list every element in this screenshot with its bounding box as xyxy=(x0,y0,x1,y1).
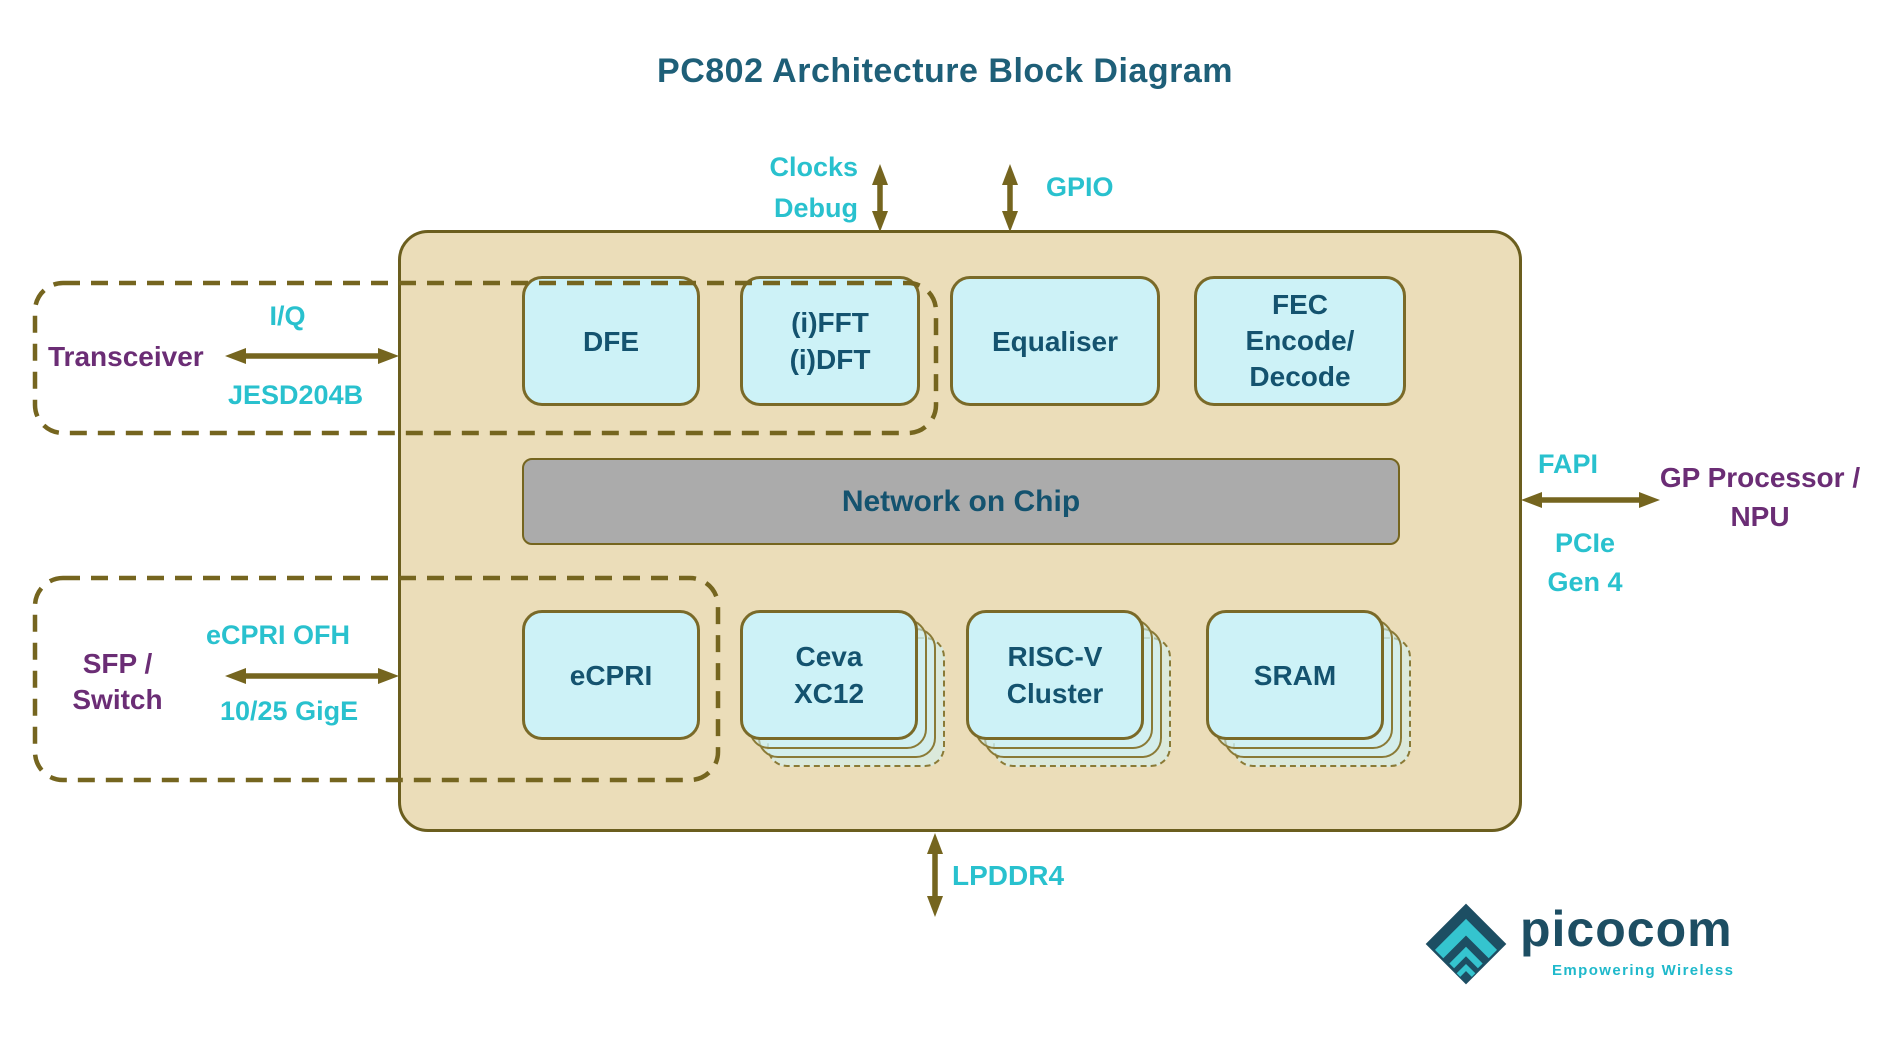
transceiver-arrow xyxy=(225,348,399,364)
label-fapi: FAPI xyxy=(1538,449,1599,479)
picocom-wordmark: picocom xyxy=(1520,901,1733,957)
label-gpio: GPIO xyxy=(1046,172,1114,202)
sfp-arrow xyxy=(225,668,399,684)
label-clocks-debug: Clocks Debug xyxy=(769,152,858,223)
block-ecpri: eCPRI xyxy=(522,610,700,740)
label-jesd204b: JESD204B xyxy=(228,380,364,410)
block-sram: SRAM xyxy=(1206,610,1384,740)
label-sfp-switch: SFP / Switch xyxy=(72,648,163,715)
picocom-tagline: Empowering Wireless xyxy=(1552,962,1735,979)
label-pcie-gen4: PCIe Gen 4 xyxy=(1547,528,1623,597)
label-transceiver: Transceiver xyxy=(48,341,204,372)
page-title: PC802 Architecture Block Diagram xyxy=(657,52,1233,90)
label-lpddr4: LPDDR4 xyxy=(952,860,1065,891)
label-ecpri-ofh: eCPRI OFH xyxy=(206,620,351,650)
clocks-debug-arrow xyxy=(872,164,888,232)
label-gp-processor-npu: GP Processor / NPU xyxy=(1659,462,1861,532)
block-fec: FEC Encode/ Decode xyxy=(1194,276,1406,406)
picocom-logo: picocom Empowering Wireless xyxy=(1424,898,1844,998)
block-riscv-cluster: RISC-V Cluster xyxy=(966,610,1144,740)
block-fft-dft: (i)FFT (i)DFT xyxy=(740,276,920,406)
gpio-arrow xyxy=(1002,164,1018,232)
block-network-on-chip: Network on Chip xyxy=(522,458,1400,545)
lpddr4-arrow xyxy=(927,833,943,917)
label-iq: I/Q xyxy=(269,301,306,331)
label-10-25-gige: 10/25 GigE xyxy=(220,696,359,726)
block-equaliser: Equaliser xyxy=(950,276,1160,406)
picocom-diamond-icon xyxy=(1425,903,1507,985)
block-dfe: DFE xyxy=(522,276,700,406)
block-ceva-xc12: Ceva XC12 xyxy=(740,610,918,740)
